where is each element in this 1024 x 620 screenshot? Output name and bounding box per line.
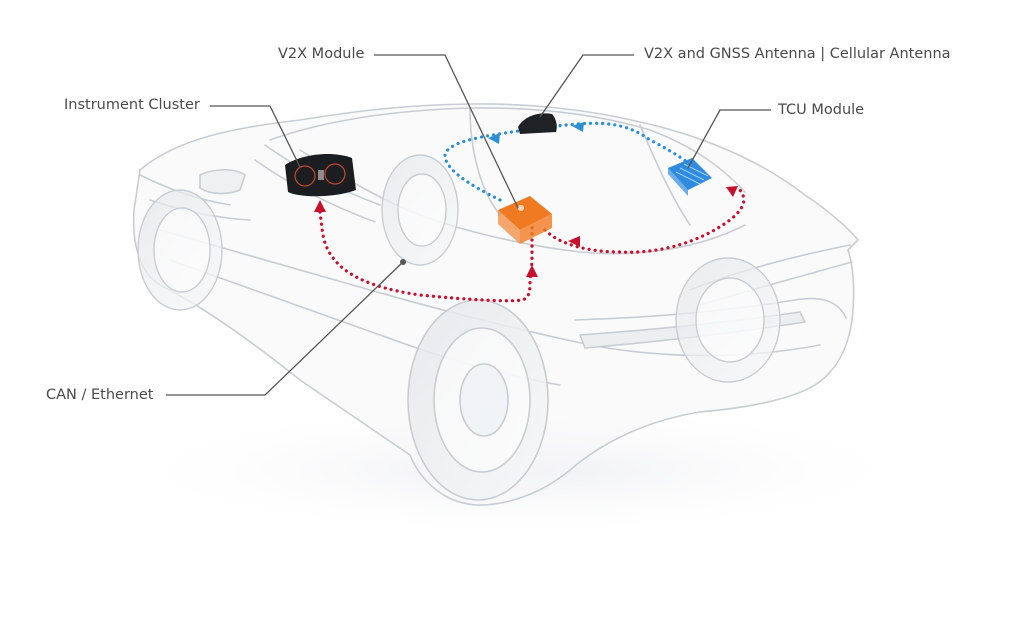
dashboard-display-icon	[285, 154, 356, 197]
wireless-arrow-tcu	[572, 122, 584, 132]
label-v2x-module: V2X Module	[278, 46, 365, 62]
wireless-path	[443, 121, 697, 202]
can-tcu-path	[543, 186, 746, 254]
front-right-wheel	[381, 154, 459, 266]
label-tcu-module: TCU Module	[778, 102, 865, 118]
label-instrument-cluster: Instrument Cluster	[64, 97, 200, 113]
can-ethernet-path	[318, 210, 534, 303]
wireless-arrow-antenna	[488, 133, 500, 144]
can-arrow-cluster	[314, 200, 326, 212]
leader-can-ethernet	[166, 261, 404, 396]
orange-module-box-icon	[498, 196, 552, 244]
leader-antenna	[539, 54, 634, 118]
can-arrow-v2x	[526, 265, 538, 277]
leader-tcu-module	[687, 109, 771, 169]
front-left-wheel	[137, 189, 223, 311]
label-antenna: V2X and GNSS Antenna | Cellular Antenna	[644, 46, 951, 62]
rear-left-wheel	[407, 299, 549, 501]
can-arrow-tcu-to-v2x	[568, 236, 580, 247]
leader-v2x-module	[374, 54, 519, 209]
can-arrow-tcu	[726, 186, 738, 197]
rear-right-wheel	[675, 257, 781, 383]
blue-module-board-icon	[668, 158, 712, 196]
label-can-ethernet: CAN / Ethernet	[46, 387, 154, 403]
leader-lines	[166, 54, 771, 396]
leader-instrument-cluster	[210, 105, 301, 168]
shark-fin-antenna-icon	[518, 113, 557, 134]
can-ethernet-node	[400, 259, 406, 265]
